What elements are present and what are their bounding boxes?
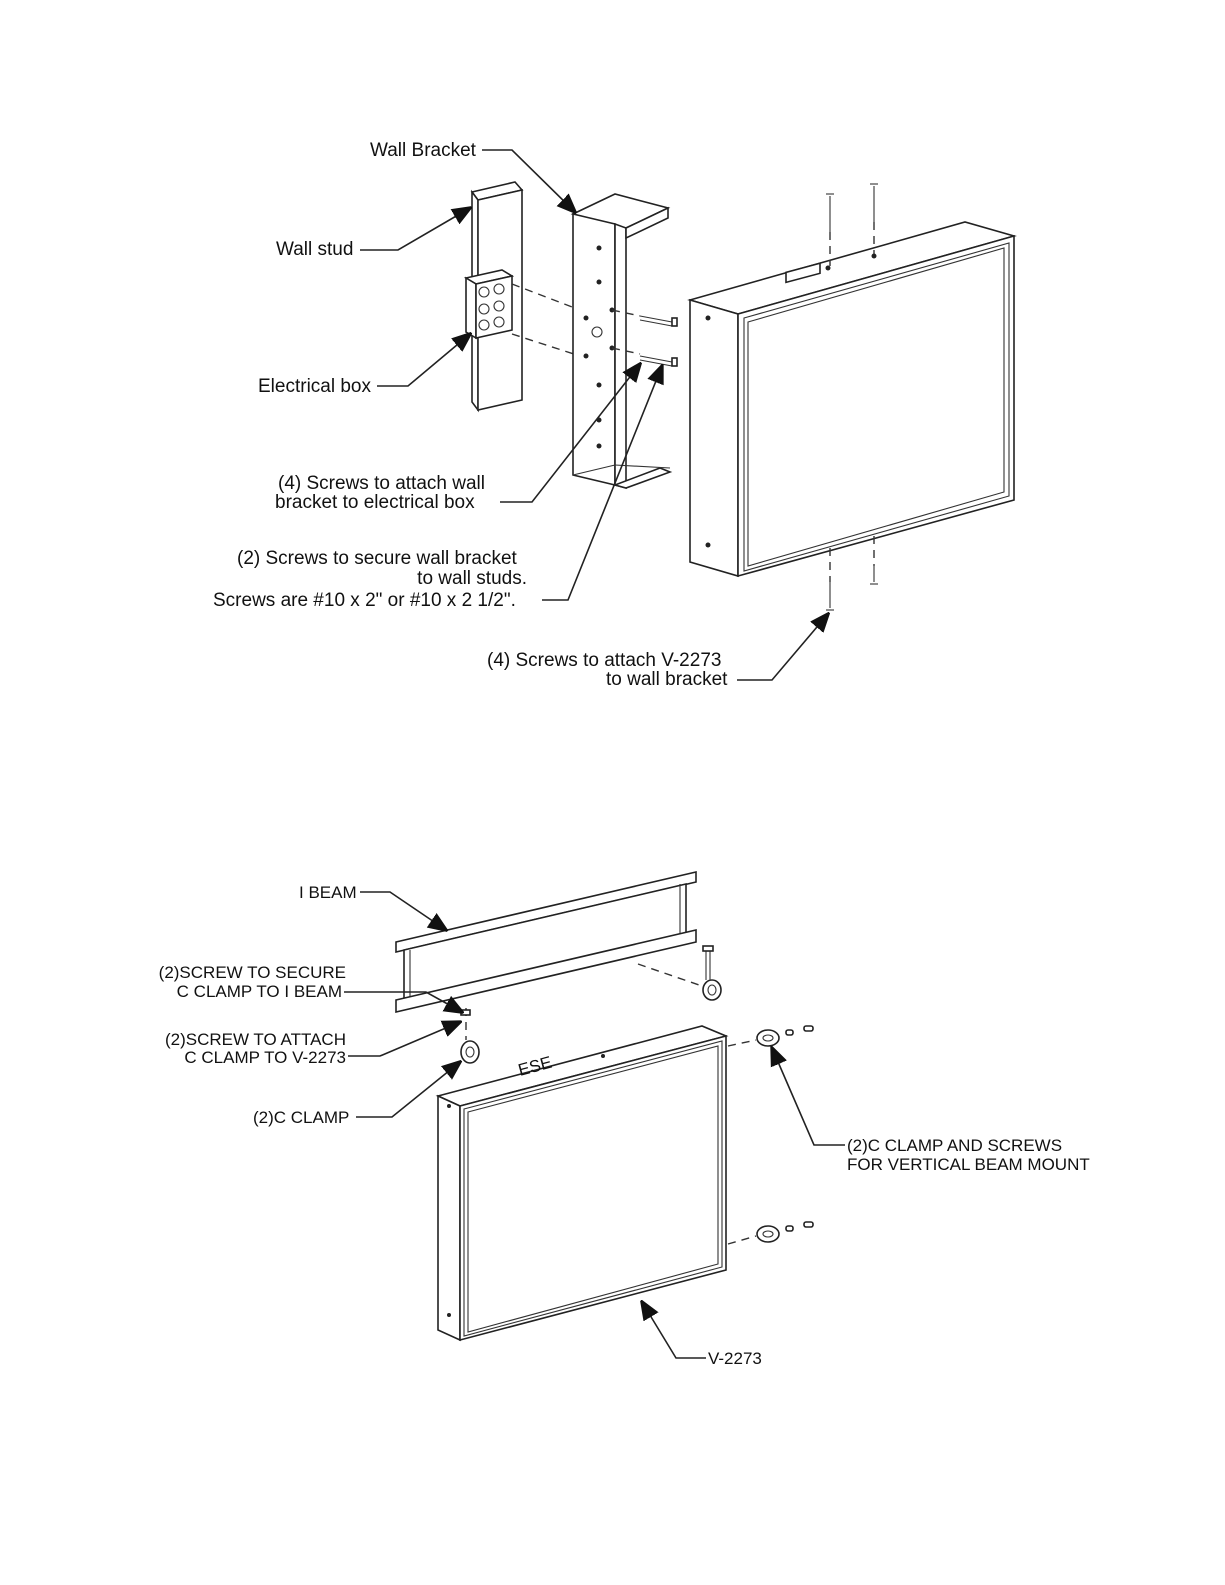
- screws-box-leader: [500, 364, 640, 503]
- screws-box-label-1: (4) Screws to attach wall: [278, 473, 485, 494]
- c-clamp-left: [460, 1008, 480, 1064]
- screw-attach-label-1: (2)SCREW TO ATTACH: [165, 1030, 346, 1049]
- screws-studs-label-2: to wall studs.: [417, 568, 527, 589]
- i-beam-leader: [360, 891, 446, 930]
- c-clamp-label: (2)C CLAMP: [253, 1108, 349, 1127]
- panel-bottom-screws: [826, 536, 878, 611]
- electrical-box-leader: [377, 334, 470, 387]
- electrical-box: [463, 269, 515, 340]
- v2273-label: V-2273: [708, 1349, 762, 1368]
- wall-stud-label: Wall stud: [276, 239, 353, 260]
- electrical-box-label: Electrical box: [258, 376, 371, 397]
- c-clamp-vertical-top: [727, 1025, 814, 1047]
- screw-attach-label-2: C CLAMP TO V-2273: [184, 1048, 346, 1067]
- vertical-mount-leader: [772, 1048, 845, 1146]
- c-clamp-vertical-bottom: [727, 1221, 814, 1245]
- v2273-leader: [642, 1302, 706, 1359]
- screw-attach-leader: [348, 1022, 460, 1057]
- vertical-mount-label-1: (2)C CLAMP AND SCREWS: [847, 1136, 1062, 1155]
- i-beam: [395, 870, 697, 1014]
- screws-studs-label-3: Screws are #10 x 2" or #10 x 2 1/2".: [213, 590, 516, 611]
- wall-mount-figure: Wall Bracket Wall stud Electrical box (4…: [213, 140, 1017, 690]
- screws-v2273-label-2: to wall bracket: [606, 669, 728, 690]
- wall-stud-leader: [360, 208, 470, 251]
- screws-studs-leader: [542, 366, 662, 601]
- c-clamp-leader: [356, 1062, 460, 1118]
- ibeam-mount-figure: ESE I BEAM (2)SCREW TO SECURE C CLAMP TO…: [159, 870, 1090, 1368]
- i-beam-label: I BEAM: [299, 883, 357, 902]
- screw-secure-label-2: C CLAMP TO I BEAM: [177, 982, 342, 1001]
- screws-box-label-2: bracket to electrical box: [275, 492, 475, 513]
- wall-bracket-label: Wall Bracket: [370, 140, 477, 161]
- screws-v2273-label-1: (4) Screws to attach V-2273: [487, 650, 721, 671]
- panel-top-screws: [826, 183, 878, 266]
- vertical-mount-label-2: FOR VERTICAL BEAM MOUNT: [847, 1155, 1090, 1174]
- screws-studs-label-1: (2) Screws to secure wall bracket: [237, 548, 518, 569]
- screw-secure-label-1: (2)SCREW TO SECURE: [159, 963, 346, 982]
- v2273-panel-wall: [687, 221, 1017, 578]
- screw-secure-leader: [344, 991, 462, 1012]
- wall-bracket-leader: [482, 149, 575, 212]
- wall-bracket: [570, 193, 673, 490]
- v2273-panel-beam: ESE: [435, 1025, 729, 1342]
- c-clamp-beam-right: [702, 945, 722, 1001]
- bracket-screws: [611, 309, 678, 367]
- screws-v2273-leader: [737, 614, 828, 681]
